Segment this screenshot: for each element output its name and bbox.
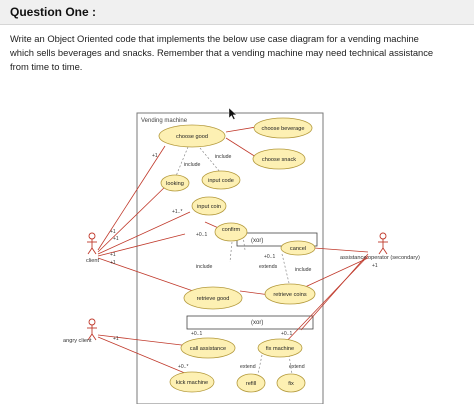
use-case-kick-machine: kick machine <box>169 371 215 393</box>
multiplicity-label: +0..* <box>178 364 188 370</box>
use-case-input-coin: input coin <box>191 196 227 216</box>
actor-angry-client-icon <box>87 318 97 341</box>
use-case-confirm: confirm <box>214 222 248 242</box>
system-label: Vending machine <box>141 118 188 124</box>
actor-client-label: client <box>86 258 100 264</box>
include-label-3: include <box>196 264 213 270</box>
xor-box-bottom <box>186 315 314 330</box>
use-case-choose-beverage: choose beverage <box>253 117 313 139</box>
multiplicity-label: +1 <box>113 236 119 242</box>
extend-label-2: extend <box>289 364 305 370</box>
use-case-cancel: cancel <box>280 240 316 256</box>
use-case-label: call assistance <box>190 346 226 352</box>
mouse-cursor-icon <box>228 107 237 120</box>
use-case-label: looking <box>166 181 184 187</box>
use-case-retrieve-coins: retrieve coins <box>264 283 316 305</box>
use-case-label: fix machine <box>266 346 294 352</box>
actor-assistance-operator-icon <box>378 232 388 255</box>
extend-label-1: extend <box>240 364 256 370</box>
include-label-4: include <box>295 267 312 273</box>
use-case-input-code: input code <box>201 170 241 190</box>
multiplicity-label: +0..1 <box>264 254 275 260</box>
multiplicity-label: +1 <box>110 260 116 266</box>
use-case-looking: looking <box>160 174 190 192</box>
use-case-refill: refill <box>236 373 266 393</box>
extends-label: extends <box>259 264 278 270</box>
use-case-fix-machine: fix machine <box>257 338 303 358</box>
include-label-2: include <box>215 154 232 160</box>
use-case-label: input coin <box>197 204 221 210</box>
use-case-label: choose beverage <box>262 126 305 132</box>
question-title: Question One : <box>10 5 97 19</box>
use-case-label: refill <box>246 381 256 387</box>
dependency-lines <box>175 146 293 375</box>
use-case-label: choose snack <box>262 157 296 163</box>
multiplicity-label: +1 <box>113 336 119 342</box>
use-case-label: choose good <box>176 134 208 140</box>
use-case-choose-good: choose good <box>158 124 226 148</box>
multiplicity-label: +1 <box>152 153 158 159</box>
multiplicity-label: +1 <box>372 263 378 269</box>
multiplicity-label: +1 <box>110 229 116 235</box>
question-line-2: which sells beverages and snacks. Rememb… <box>10 47 434 58</box>
use-case-choose-snack: choose snack <box>252 148 306 170</box>
association-lines <box>97 126 369 377</box>
use-case-label: confirm <box>222 227 241 233</box>
use-case-label: fix <box>288 381 294 387</box>
use-case-fix: fix <box>276 373 306 393</box>
question-text: Write an Object Oriented code that imple… <box>10 32 460 74</box>
xor-label-top: (xor) <box>251 238 263 244</box>
multiplicity-label: +1 <box>110 252 116 258</box>
question-line-1: Write an Object Oriented code that imple… <box>10 33 419 44</box>
actor-client-icon <box>87 232 97 255</box>
include-label-1: include <box>184 162 201 168</box>
use-case-retrieve-good: retrieve good <box>183 286 243 310</box>
multiplicity-label: +0..1 <box>281 331 292 337</box>
actor-assistance-operator-label: assistance operator (secondary) <box>340 255 420 261</box>
use-case-label: input code <box>208 178 234 184</box>
use-case-label: cancel <box>290 246 306 252</box>
use-case-label: retrieve coins <box>273 292 306 298</box>
use-case-label: retrieve good <box>197 296 230 302</box>
xor-label-bottom: (xor) <box>251 320 263 326</box>
multiplicity-label: +0..1 <box>196 232 207 238</box>
question-line-3: from time to time. <box>10 61 83 72</box>
question-header: Question One : <box>0 0 474 25</box>
multiplicity-label: +1..* <box>172 209 182 215</box>
use-case-call-assistance: call assistance <box>180 337 236 359</box>
use-case-label: kick machine <box>176 380 208 386</box>
multiplicity-label: +0..1 <box>191 331 202 337</box>
actor-angry-client-label: angry client <box>63 338 92 344</box>
